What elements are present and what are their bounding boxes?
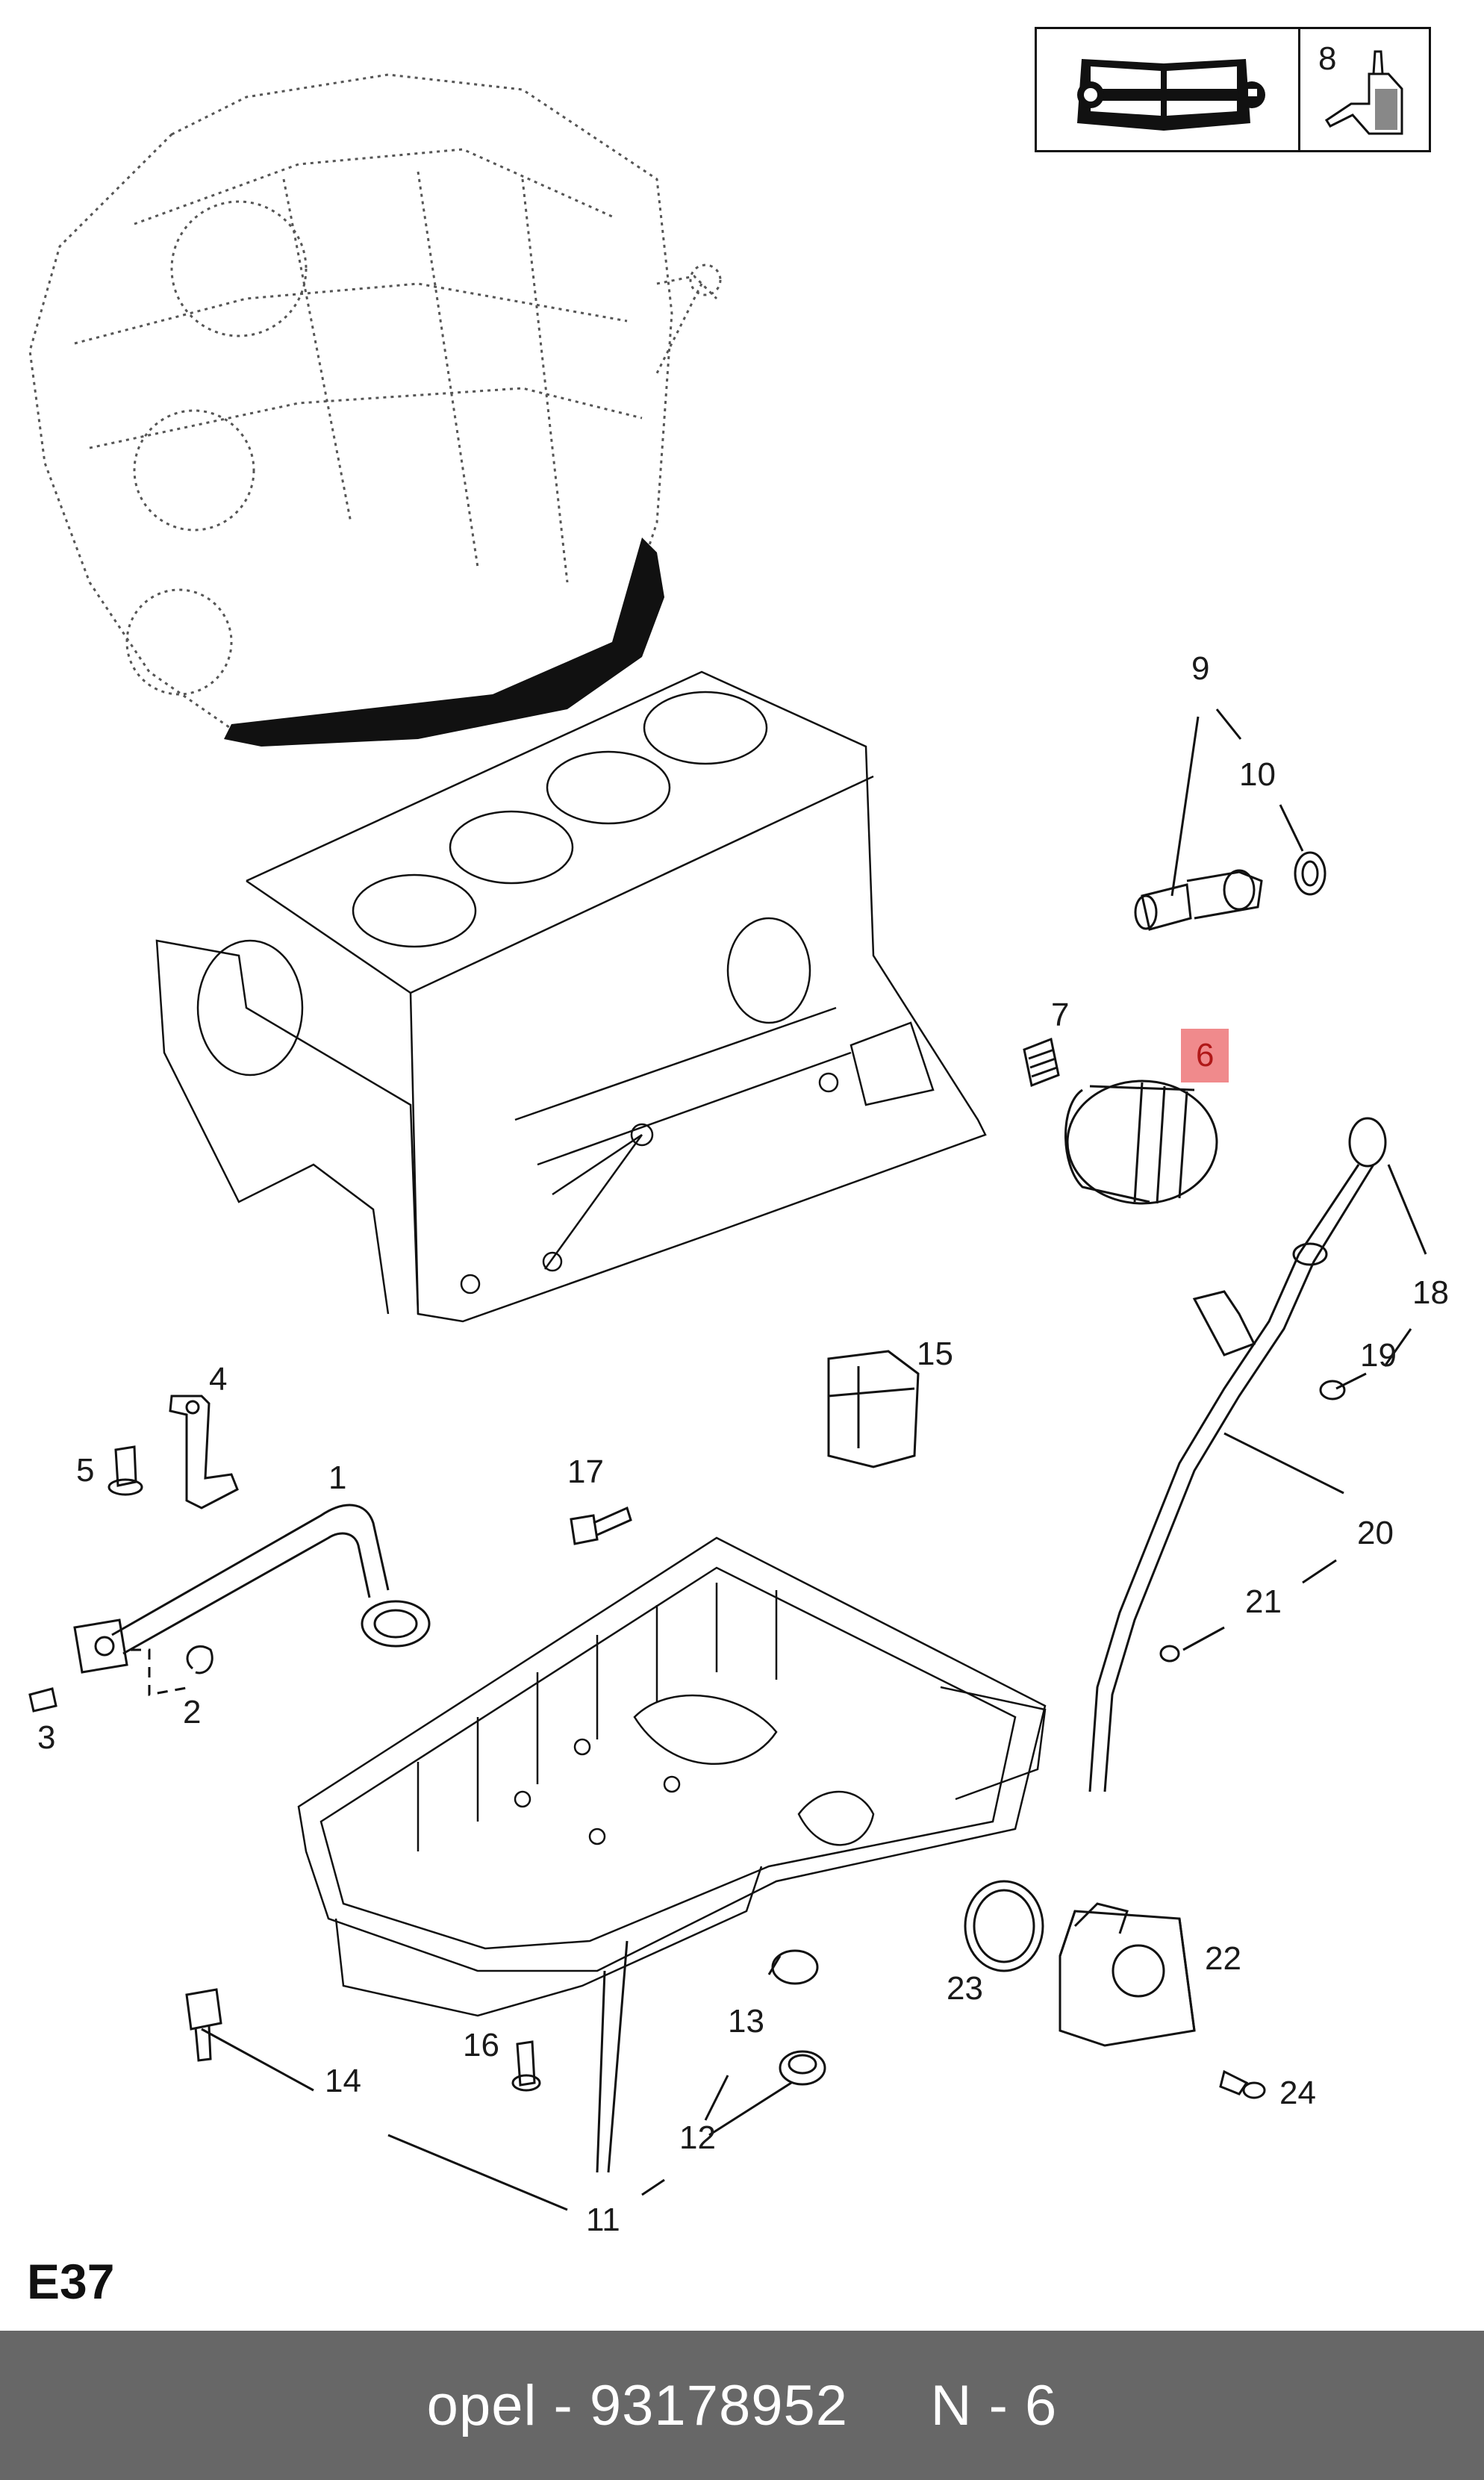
part-label-21[interactable]: 21 xyxy=(1245,1583,1282,1620)
cylinder-block xyxy=(155,670,987,1323)
part-label-23[interactable]: 23 xyxy=(947,1970,983,2007)
drain-plug-12 xyxy=(779,2050,826,2086)
suction-pipe-1 xyxy=(73,1504,431,1674)
oil-ref-number: 8 xyxy=(1318,40,1337,77)
service-manual-wrench-icon xyxy=(1077,59,1265,131)
engine-oil-pan-shape xyxy=(224,538,664,747)
ring-2 xyxy=(186,1645,213,1674)
bolt-5 xyxy=(107,1445,143,1496)
bolt-16 xyxy=(511,2040,541,2092)
bolt-17 xyxy=(570,1506,632,1545)
part-label-20[interactable]: 20 xyxy=(1357,1515,1394,1551)
part-label-12[interactable]: 12 xyxy=(679,2119,716,2156)
bolt-14 xyxy=(185,1988,222,2062)
engine-dipstick xyxy=(655,283,703,374)
oil-bottle-icon xyxy=(1324,50,1403,135)
cover-22 xyxy=(1059,1902,1196,2047)
oil-lubricant-box: 8 xyxy=(1298,27,1431,152)
oil-filter xyxy=(1064,1079,1218,1205)
part-label-10[interactable]: 10 xyxy=(1239,756,1276,793)
part-label-1[interactable]: 1 xyxy=(328,1459,347,1496)
part-label-5[interactable]: 5 xyxy=(76,1452,95,1489)
part-label-22[interactable]: 22 xyxy=(1205,1940,1241,1977)
diagram-code: E37 xyxy=(27,2254,115,2309)
bolt-24 xyxy=(1219,2069,1266,2099)
clip-15 xyxy=(827,1350,920,1468)
oil-pressure-switch xyxy=(1134,869,1263,931)
part-label-17[interactable]: 17 xyxy=(567,1454,604,1490)
dipstick-and-tube xyxy=(1088,1117,1387,1792)
part-label-16[interactable]: 16 xyxy=(463,2027,499,2063)
gasket-23 xyxy=(964,1880,1044,1972)
part-label-3[interactable]: 3 xyxy=(37,1719,56,1756)
part-label-18[interactable]: 18 xyxy=(1412,1274,1449,1311)
part-label-6-highlighted[interactable]: 6 xyxy=(1181,1029,1229,1082)
service-manual-box xyxy=(1035,27,1300,152)
part-label-4[interactable]: 4 xyxy=(209,1361,228,1398)
o-ring-21 xyxy=(1159,1645,1180,1663)
part-label-2[interactable]: 2 xyxy=(183,1694,202,1730)
bolt-3 xyxy=(28,1687,57,1713)
part-label-9[interactable]: 9 xyxy=(1191,650,1210,687)
footer-bar: opel - 93178952 N - 6 xyxy=(0,2331,1484,2480)
part-label-7[interactable]: 7 xyxy=(1051,997,1070,1033)
bracket-4 xyxy=(169,1395,239,1510)
part-label-24[interactable]: 24 xyxy=(1279,2075,1316,2111)
stud-7 xyxy=(1023,1037,1060,1088)
part-label-11[interactable]: 11 xyxy=(586,2202,620,2238)
footer-part-info: opel - 93178952 N - 6 xyxy=(426,2373,1058,2437)
o-ring-19 xyxy=(1319,1380,1346,1401)
exploded-parts-diagram xyxy=(28,73,1427,2211)
sealing-ring-10 xyxy=(1294,851,1326,896)
part-label-14[interactable]: 14 xyxy=(325,2063,361,2099)
oil-pan xyxy=(297,1536,1047,2017)
leader-lines xyxy=(201,708,1427,2211)
part-label-15[interactable]: 15 xyxy=(917,1336,953,1372)
part-label-13[interactable]: 13 xyxy=(728,2003,764,2040)
part-label-19[interactable]: 19 xyxy=(1360,1337,1397,1374)
